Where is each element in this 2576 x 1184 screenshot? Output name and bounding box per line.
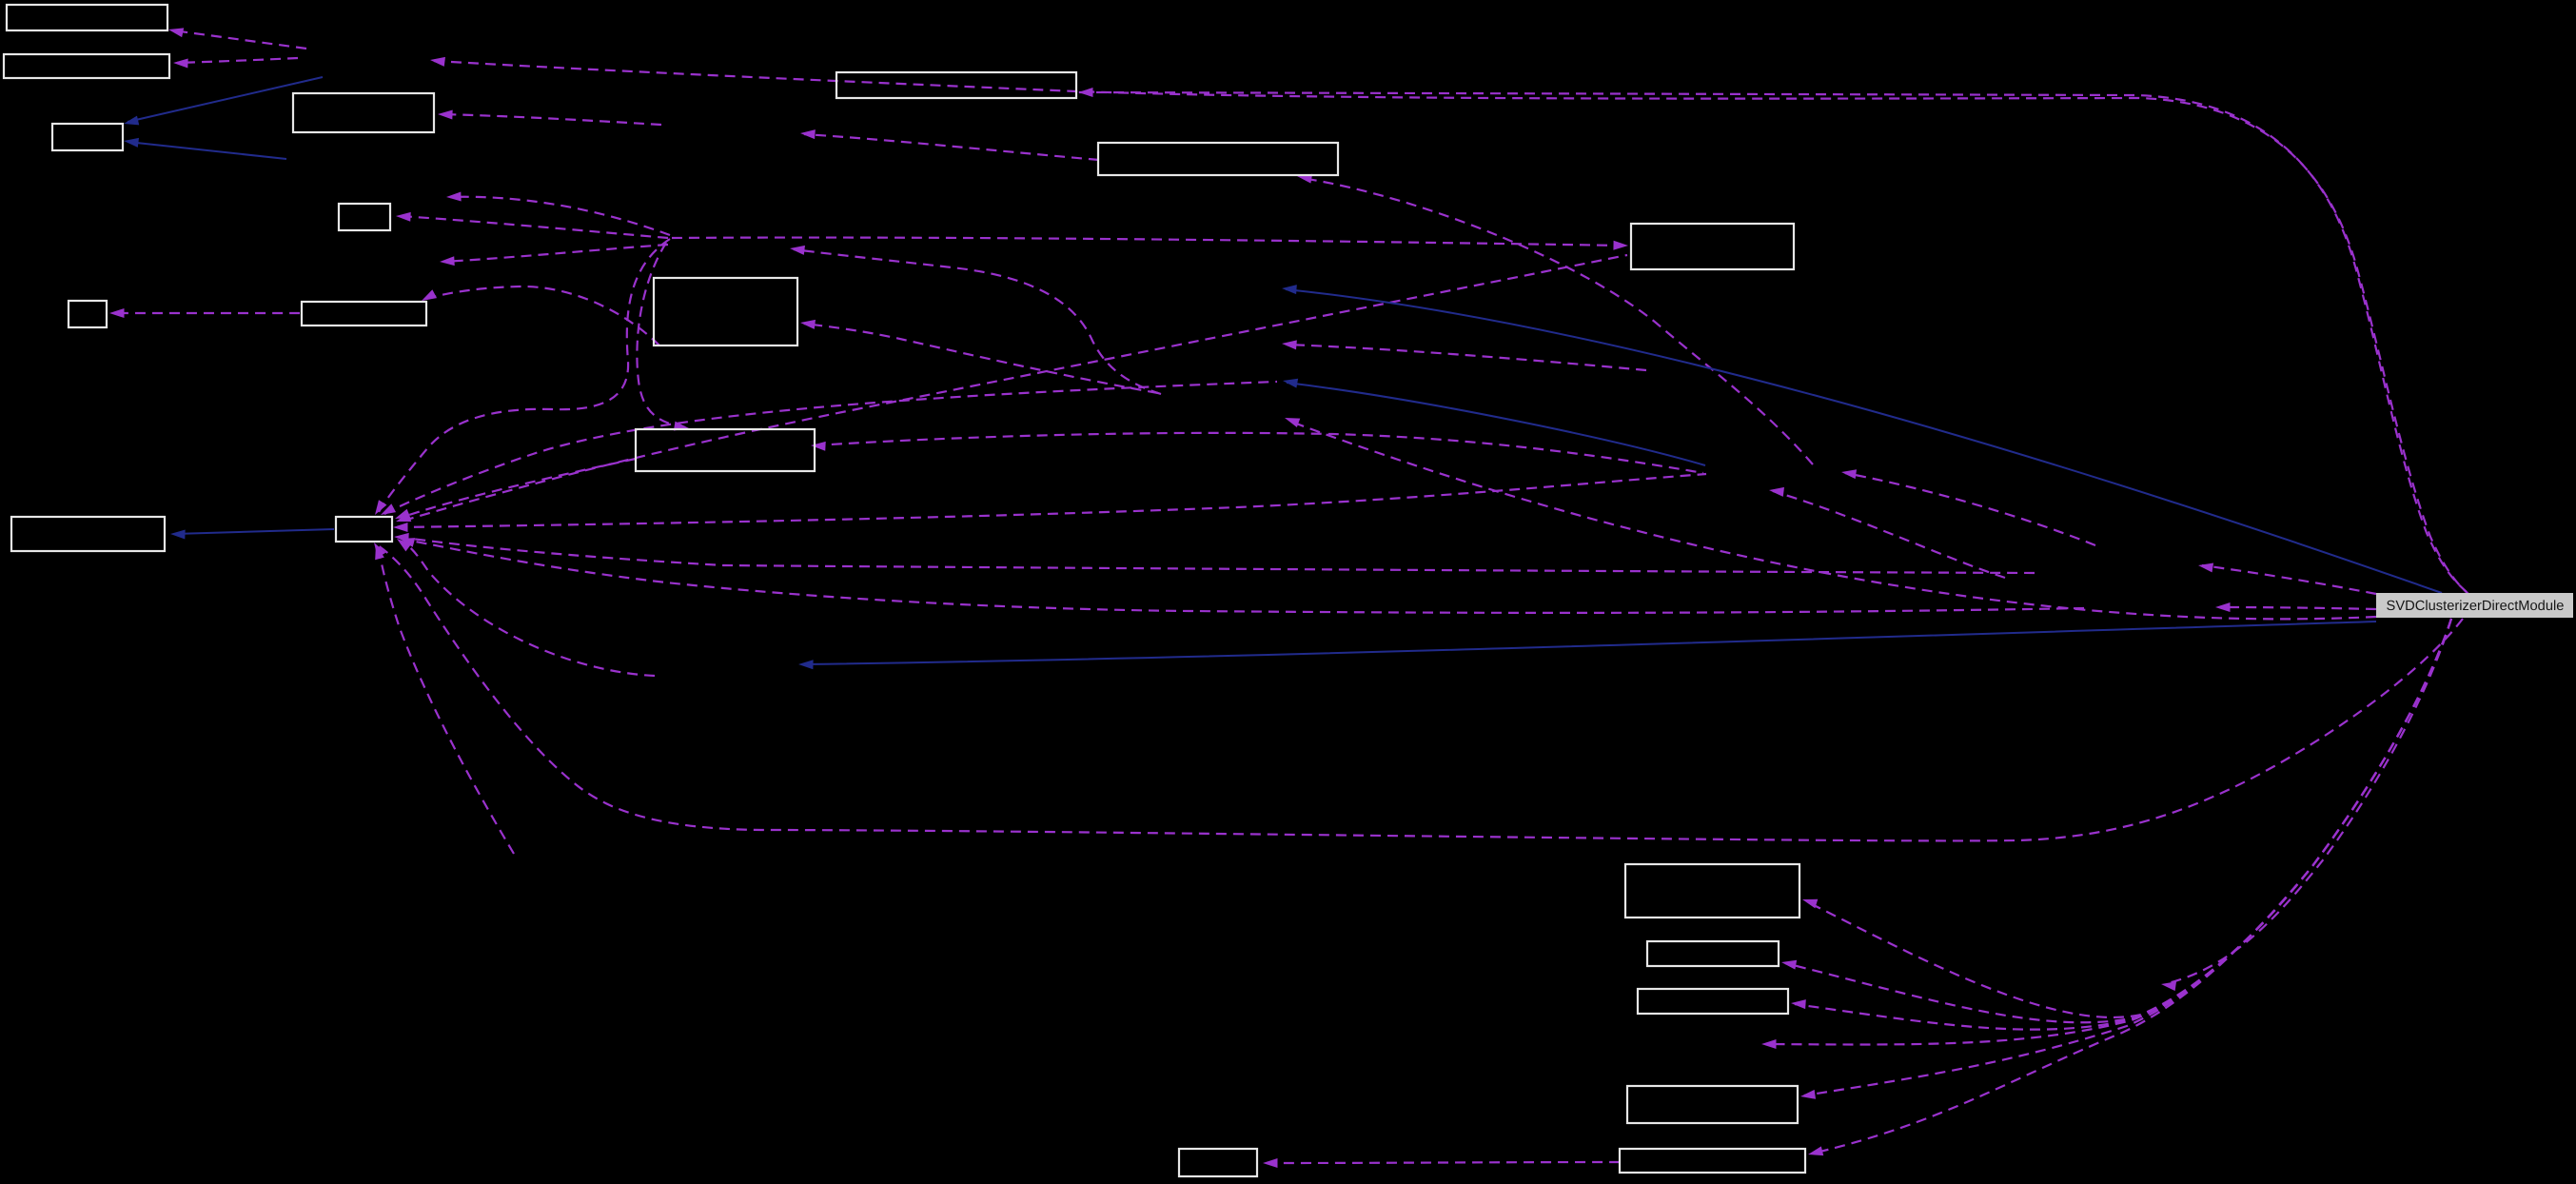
svg-text:SVDClusterizerDirectModule: SVDClusterizerDirectModule bbox=[2387, 599, 2565, 614]
